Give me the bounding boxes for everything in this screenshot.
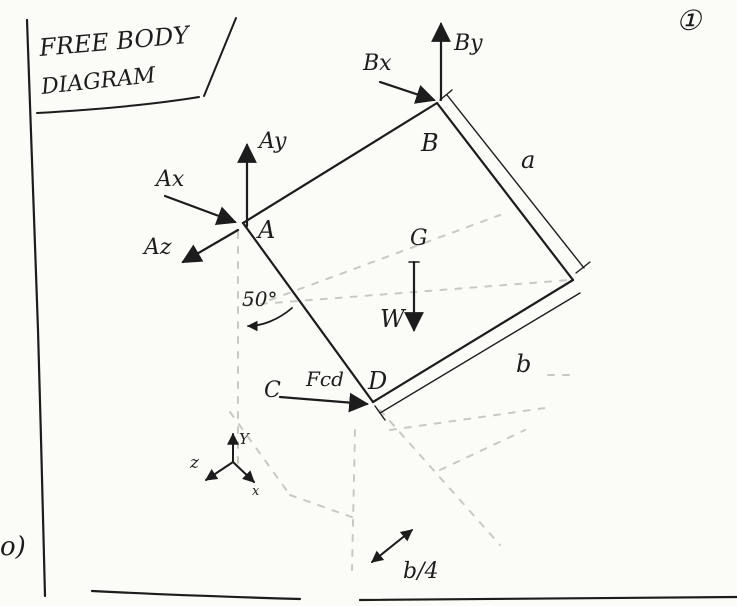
angle-arc <box>246 307 293 332</box>
plate-edge-B-corner <box>435 101 575 282</box>
title-underline <box>36 96 200 114</box>
bottom-line-right <box>358 595 737 602</box>
force-arrow-Ax <box>163 194 237 226</box>
hidden-lines <box>229 214 579 571</box>
force-label-Ay: Ay <box>257 129 287 154</box>
dimension-label-a: a <box>521 146 535 174</box>
force-label-W: W <box>380 305 407 333</box>
force-arrow-Fcd <box>278 392 369 413</box>
plate-edge-DA <box>241 221 375 404</box>
side-mark: o) <box>0 532 26 562</box>
force-arrow-Az <box>181 228 240 264</box>
bottom-line-left <box>90 589 302 601</box>
title-line-2: DIAGRAM <box>39 63 157 100</box>
dimension-label-b: b <box>516 350 531 378</box>
force-label-By: By <box>453 31 483 56</box>
title-line-1: FREE BODY <box>37 21 192 62</box>
title-slash <box>203 17 237 97</box>
label-C: C <box>264 378 281 403</box>
axis-label-x: x <box>252 484 260 499</box>
dimension-line-b4 <box>371 529 413 563</box>
left-margin-line <box>25 18 47 598</box>
page-number: ① <box>676 4 703 37</box>
dimension-line-b <box>379 292 581 414</box>
angle-label: 50° <box>242 287 277 311</box>
dimension-line-a <box>446 94 585 269</box>
axis-label-y: Y <box>239 430 251 448</box>
point-label-A: A <box>256 216 275 244</box>
coordinate-axes <box>205 432 255 483</box>
force-label-Bx: Bx <box>362 51 392 76</box>
dimension-label-b4: b/4 <box>403 559 439 584</box>
point-label-B: B <box>420 129 439 157</box>
force-arrow-Bx <box>378 80 436 104</box>
point-label-D: D <box>367 367 387 395</box>
plate-edge-corner-D <box>371 278 575 404</box>
plate-edge-AB <box>241 101 439 225</box>
dimension-tick-b-left <box>374 405 386 421</box>
point-label-G: G <box>410 226 428 251</box>
force-label-Ax: Ax <box>154 167 185 192</box>
force-label-Fcd: Fcd <box>305 367 344 391</box>
force-label-Az: Az <box>142 235 172 260</box>
axis-label-z: z <box>189 453 200 473</box>
dimension-tick-a-bottom <box>575 261 591 274</box>
